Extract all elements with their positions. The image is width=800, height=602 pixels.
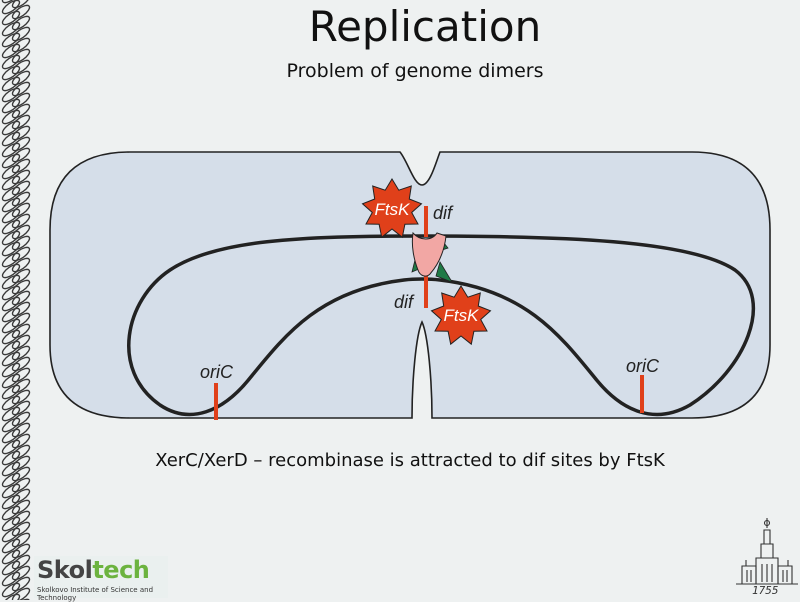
emblem-year: 1755 (752, 584, 779, 597)
logo-tagline: Skolkovo Institute of Science and Techno… (37, 586, 154, 602)
xer-recombinase-complex (411, 231, 453, 283)
logo-word-part1: Skol (37, 556, 93, 584)
ftsk-label-bottom: FtsK (444, 306, 480, 325)
decorative-border (1, 0, 31, 600)
xer-subunit-green-lower (435, 261, 453, 283)
ftsk-label-top: FtsK (375, 200, 411, 219)
ftsk-protein-bottom (430, 285, 492, 346)
dif-label-top: dif (433, 203, 454, 223)
dividing-cell (49, 151, 771, 419)
slide-title: Replication (308, 2, 542, 51)
chromosome-dimer (127, 234, 755, 417)
slide-subtitle: Problem of genome dimers (286, 60, 544, 82)
oric-label-left: oriC (200, 362, 234, 382)
oric-label-right: oriC (626, 356, 660, 376)
logo-wordmark: Skoltech (37, 556, 150, 584)
dif-label-bottom: dif (394, 292, 415, 312)
ftsk-protein-top (361, 178, 423, 239)
skoltech-logo: Skoltech Skolkovo Institute of Science a… (34, 556, 168, 602)
university-building-emblem (736, 518, 798, 585)
xer-subunit-pink (411, 231, 447, 277)
slide-caption: XerC/XerD – recombinase is attracted to … (155, 450, 665, 471)
logo-word-part2: tech (92, 556, 150, 584)
